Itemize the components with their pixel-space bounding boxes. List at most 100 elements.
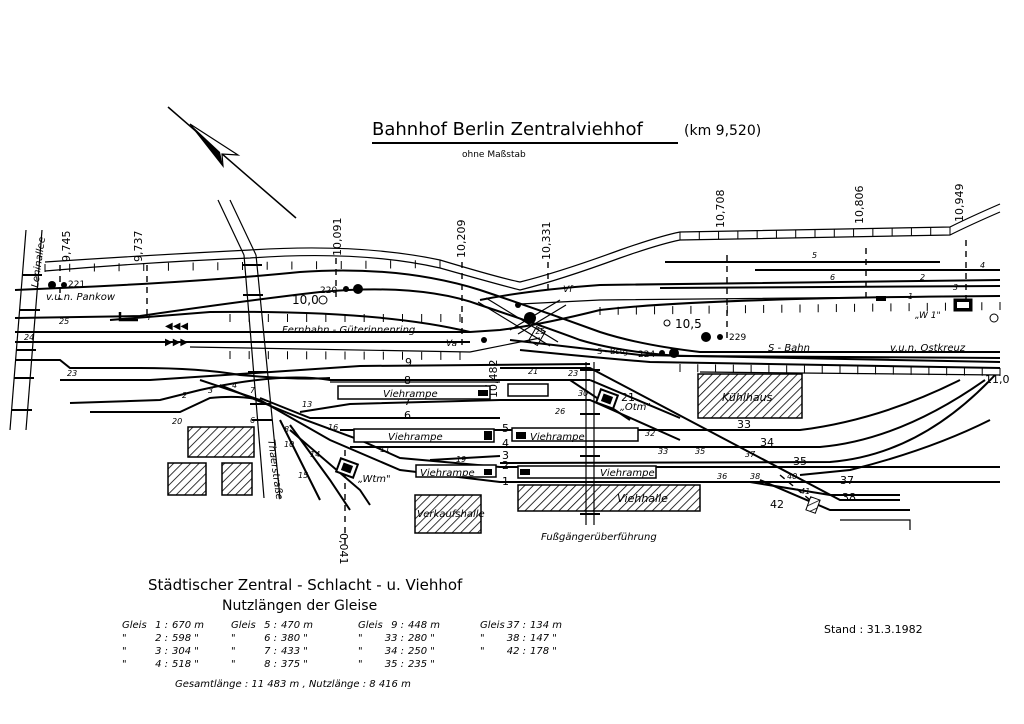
otm-building xyxy=(594,388,620,410)
sbahn-label: S - Bahn xyxy=(768,343,810,354)
main-tracks xyxy=(14,261,1001,376)
wtm-building xyxy=(334,457,360,479)
switch-2: 2 xyxy=(182,391,187,400)
switch-ur-6: 6 xyxy=(830,273,835,282)
f-label: F xyxy=(148,313,153,322)
viehrampe-4-label: Viehrampe xyxy=(420,468,475,479)
legend-length: 380 " xyxy=(281,633,308,644)
switch-37: 37 xyxy=(745,450,756,459)
viehrampe-1 xyxy=(337,385,491,400)
legend-prefix: " xyxy=(358,659,363,670)
track-35: 35 xyxy=(793,455,807,468)
footbridge xyxy=(580,362,600,525)
track-6: 6 xyxy=(404,409,411,422)
embankment-ticks xyxy=(44,227,1001,376)
building-left-3 xyxy=(221,462,253,496)
km-post-10-0-icon xyxy=(318,295,328,305)
legend-length: 178 " xyxy=(530,646,557,657)
legend-prefix: " xyxy=(358,646,363,657)
switch-33: 33 xyxy=(658,447,668,456)
legend-length: 280 " xyxy=(408,633,435,644)
crossing-25-label: 25 xyxy=(535,327,545,336)
svg-text:◀◀◀: ◀◀◀ xyxy=(165,321,188,332)
signal-229-label: 229 xyxy=(729,333,746,343)
va-label: Va xyxy=(446,339,457,349)
ramp-41 xyxy=(805,496,821,514)
w1-label: „W 1" xyxy=(915,311,941,321)
switch-20: 20 xyxy=(172,417,182,426)
signal-221-label: 221 xyxy=(68,280,85,290)
switch-10: 10 xyxy=(284,440,294,449)
viehrampe-2-label: Viehrampe xyxy=(388,432,443,443)
switch-19: 19 xyxy=(456,455,466,464)
legend-length: 134 m xyxy=(530,620,562,631)
legend-length: 147 " xyxy=(530,633,557,644)
viehrampe-1-label: Viehrampe xyxy=(383,389,438,400)
viehrampe-5-label: Viehrampe xyxy=(600,468,655,479)
diagram-subtitle: ohne Maßstab xyxy=(462,150,526,160)
km-marker-0041: 0,041 xyxy=(337,533,350,565)
building-left-2 xyxy=(167,462,207,496)
diagram-km: (km 9,520) xyxy=(684,123,761,139)
viehhalle-building xyxy=(517,484,701,512)
legend-prefix: " xyxy=(358,633,363,644)
legend-prefix: Gleis xyxy=(122,620,147,631)
legend-track: 8 : xyxy=(264,659,277,670)
switch-15: 15 xyxy=(298,471,308,480)
legend-prefix: " xyxy=(480,633,485,644)
switch-labels: 25 24 23 2 3 4 7 20 6 8 10 13 16 14 15 1… xyxy=(24,251,985,496)
pankow-label: v.u.n. Pankow xyxy=(46,292,116,303)
legend-title: Städtischer Zentral - Schlacht - u. Vieh… xyxy=(148,576,463,594)
signal-224-label: 224 xyxy=(638,350,655,360)
switch-41: 41 xyxy=(800,487,810,496)
stand-date: Stand : 31.3.1982 xyxy=(824,623,923,636)
legend-prefix: Gleis xyxy=(358,620,383,631)
north-arrow-icon xyxy=(167,106,297,219)
signal-va xyxy=(481,337,487,343)
viehrampe-5 xyxy=(517,465,657,479)
switch-ur-3: 3 xyxy=(953,283,958,292)
switch-25: 25 xyxy=(59,317,69,326)
embankment-top xyxy=(44,203,1001,291)
legend-length: 235 " xyxy=(408,659,435,670)
signal-229 xyxy=(701,332,723,342)
f-building xyxy=(118,296,886,322)
track-1: 1 xyxy=(502,475,509,488)
legend-length: 375 " xyxy=(281,659,308,670)
switch-38: 38 xyxy=(750,472,760,481)
switch-21: 21 xyxy=(528,367,538,376)
track-5: 5 xyxy=(502,422,509,435)
legend-track: 5 : xyxy=(264,620,277,631)
legend-prefix: " xyxy=(480,646,485,657)
signal-224 xyxy=(659,348,679,358)
legend-track: 6 : xyxy=(264,633,277,644)
legend-length: 598 " xyxy=(172,633,199,644)
viehrampe-4 xyxy=(415,464,497,478)
track-42: 42 xyxy=(770,498,784,511)
fernbahn-label: Fernbahn - Güterinnenring xyxy=(282,325,415,336)
direction-arrows: ◀◀◀ ▶▶▶ xyxy=(165,321,188,348)
switch-7: 7 xyxy=(250,386,256,395)
switch-23b: 23 xyxy=(568,369,578,378)
switch-35: 35 xyxy=(695,447,705,456)
km-post-10-5: 10,5 xyxy=(675,317,702,331)
otm-label: „Otm" xyxy=(620,402,651,413)
thaerstrasse-label: Thaerstraße xyxy=(265,439,284,501)
switch-14: 14 xyxy=(310,450,320,459)
switch-36: 36 xyxy=(717,472,727,481)
switch-3: 3 xyxy=(208,386,213,395)
legend-prefix: " xyxy=(122,633,127,644)
track-34: 34 xyxy=(760,436,774,449)
track-21: 21 xyxy=(621,391,635,404)
km-marker-9745: 9,745 xyxy=(60,231,73,263)
km-post-10-0: 10,0 xyxy=(292,293,319,307)
legend-track: 4 : xyxy=(155,659,168,670)
switch-ur-4: 4 xyxy=(980,261,985,270)
legend-prefix: " xyxy=(122,646,127,657)
switch-26: 26 xyxy=(555,407,565,416)
legend-track: 34 : xyxy=(385,646,404,657)
legend-track: 35 : xyxy=(385,659,404,670)
switch-8: 8 xyxy=(284,425,289,434)
track-7: 7 xyxy=(404,395,411,408)
ostkreuz-label: v.u.n. Ostkreuz xyxy=(890,343,966,354)
